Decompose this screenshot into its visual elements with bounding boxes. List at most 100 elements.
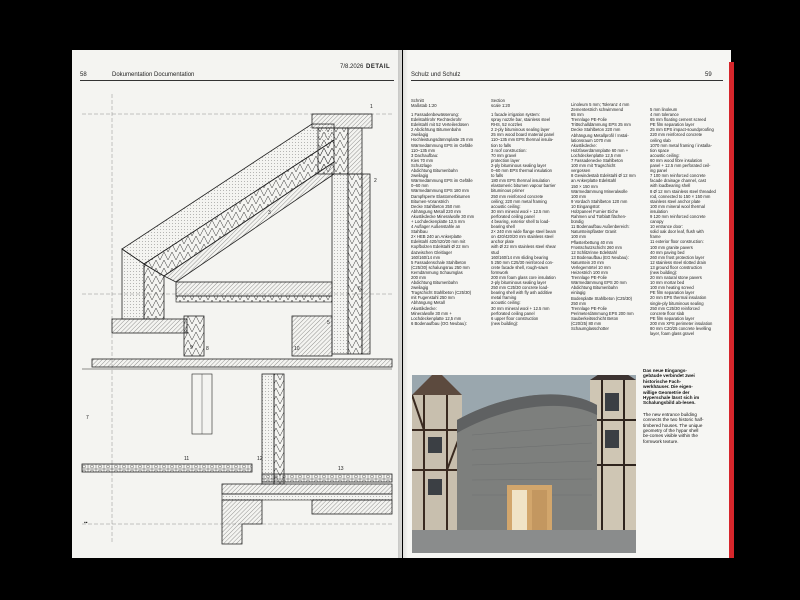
legend-line: Wärmedämmung EPS 180 mm xyxy=(411,188,469,194)
legend-line: concrete floor slab xyxy=(650,310,685,316)
legend-line: Wärmedämmung EPS 20 mm xyxy=(571,280,627,286)
legend-line: 7 Fassadenecke Stahlbeton xyxy=(571,158,623,164)
legend-line: bündig xyxy=(571,219,584,225)
legend-line: PE film separation layer xyxy=(650,290,695,296)
legend-line: 250 mm reinforced concrete xyxy=(491,193,544,199)
legend-line: Akustikdecke Mineralwolle 30 mm xyxy=(411,213,475,219)
legend-line: elastomeric bitumen vapour barrier xyxy=(491,183,556,189)
legend-line: 20 mm natural stone pavers xyxy=(650,275,702,281)
legend-line: canopy xyxy=(650,219,664,225)
article-title: Schulz und Schulz xyxy=(411,72,461,78)
legend-column-de-1: 1 Fassadenbewässerung: Edelstahlrohr Rec… xyxy=(411,112,489,326)
callout-9: 9 xyxy=(190,345,193,351)
legend-line: solid oak door leaf, flush with xyxy=(650,229,704,235)
legend-line: 200 mm XPS perimeter insulation xyxy=(650,320,713,326)
legend-line: Abdichtung Bitumenbahn xyxy=(411,280,458,286)
legend-line: 200 mm xyxy=(411,275,427,280)
red-edge-strip xyxy=(729,62,734,558)
legend-line: stud xyxy=(491,249,499,255)
callout-12: 12 xyxy=(257,456,263,462)
legend-line: bearing shell with fly ash additive xyxy=(491,290,553,296)
legend-line: rod, connected to 150 × 150 mm xyxy=(650,193,711,199)
heading-en: Section scale 1:20 xyxy=(491,98,511,109)
photo-caption: Das neue Eingangs-gebäude verbindet zwei… xyxy=(643,368,705,444)
legend-line: 6 Bodenaufbau (OG Neubau): xyxy=(411,320,467,326)
legend-line: 2-ply bituminous sealing layer xyxy=(491,162,547,168)
legend-line: with loadbearing shell xyxy=(650,183,691,189)
legend-line: on 420/420/20 mm stainless steel xyxy=(491,234,554,240)
legend-line: tion to falls xyxy=(491,142,512,148)
legend-line: insulation xyxy=(650,208,668,214)
legend-line: Trennlage PE-Folie xyxy=(571,117,607,123)
legend-line: 1 Fassadenbewässerung: xyxy=(411,112,459,117)
legend-line: Mineralwolle 30 mm + xyxy=(411,310,452,316)
legend-line: Abdichtung Bitumenbahn xyxy=(571,285,618,291)
legend-line: 5 Fassadenschale Stahlbeton xyxy=(411,259,467,265)
legend-line: Trittschalldämmung EPS 25 mm xyxy=(571,122,631,128)
legend-line: bituminous primer xyxy=(491,188,525,194)
legend-line: 4 mm tolerance xyxy=(650,112,679,118)
legend-line: 2 2-ply bituminous sealing layer xyxy=(491,127,550,133)
callout-6: 6 xyxy=(358,286,361,292)
legend-line: anchor plate xyxy=(491,239,515,245)
legend-line: 160/160/14 mm xyxy=(411,254,441,260)
book-spine-shadow xyxy=(398,50,408,558)
legend-line: 13 Bodenaufbau (EG Neubau): xyxy=(571,254,629,260)
legend-line: 160/160/14 mm sliding bearing xyxy=(491,254,549,260)
legend-line: Stahlbau xyxy=(411,229,428,235)
legend-line: 12 Schlitzrinne Edelstahl xyxy=(571,249,617,255)
legend-line: Linoleum 5 mm; Toleranz 4 mm xyxy=(571,102,630,107)
legend-line: Kerndämmung Schaumglas xyxy=(411,269,463,275)
legend-line: 5 mm linoleum xyxy=(650,107,678,112)
legend-line: Holzfaserdämmplatte 60 mm + xyxy=(571,147,629,153)
legend-line: Zementestrich schwimmend xyxy=(571,107,624,113)
legend-line: Schutzlage xyxy=(411,162,432,168)
legend-line: 11 exterior floor construction: xyxy=(650,239,704,245)
callout-7: 7 xyxy=(86,415,89,421)
legend-line: Hochleistungsdämmplatte 25 mm xyxy=(411,137,474,143)
legend-line: 9 120 mm reinforced concrete xyxy=(650,213,706,219)
legend-line: Wärmedämmung EPS im Gefälle xyxy=(411,178,473,184)
legend-line: 10 Eingangstür: xyxy=(571,203,601,209)
legend-line: zweilagig xyxy=(411,132,429,138)
building-photo xyxy=(412,375,636,553)
legend-line: 100 mm mit Tragschicht xyxy=(571,163,616,169)
legend-line: facade drainage channel, cast xyxy=(650,178,706,184)
legend-line: vergossen xyxy=(571,168,591,174)
legend-line: perforated ceiling panel xyxy=(491,310,535,316)
legend-line: with Ø 22 mm stainless steel shear xyxy=(491,244,556,250)
legend-line: ing panel xyxy=(650,168,667,174)
legend-line: 1070 mm metal framing / installa- xyxy=(650,142,712,148)
legend-line: 7 100 mm reinforced concrete xyxy=(650,173,706,179)
legend-line: 100 mm heating screed xyxy=(650,285,694,291)
legend-line: 250 mm C25/30 reinforced xyxy=(650,305,700,311)
callout-3: 3 xyxy=(268,210,271,216)
legend-line: Abhängung Metall xyxy=(411,300,445,306)
legend-line: 65 mm xyxy=(571,112,584,118)
legend-line: 250 mm xyxy=(571,300,587,306)
callout-8: 8 xyxy=(206,346,209,352)
legend-line: Trennlage PE-Folie xyxy=(571,275,607,281)
legend-line: Lochdeckenplatte 12,5 mm xyxy=(571,152,622,158)
legend-line: ceiling; 220 mm metal framing xyxy=(491,198,547,204)
page-number-right: 59 xyxy=(705,72,712,78)
legend-line: 13 ground floor construction xyxy=(650,264,702,270)
legend-line: ceiling slab xyxy=(650,137,671,143)
legend-line: Abhängung Metallprofil / Instal- xyxy=(571,132,629,138)
callout-10: 10 xyxy=(294,346,300,352)
legend-line: Decke Stahlbeton 220 mm xyxy=(571,127,621,133)
legend-line: 40 mm paving bed xyxy=(650,249,685,255)
caption-de: Das neue Eingangs-gebäude verbindet zwei… xyxy=(643,368,700,406)
legend-line: 250 mm C25/30 concrete load- xyxy=(491,285,549,291)
legend-line: PE film separation layer xyxy=(650,315,695,321)
legend-line: 25 mm EPS impact-soundproofing xyxy=(650,127,714,133)
legend-line: 2× HEB 240 an Ankerplatte xyxy=(411,234,462,240)
legend-line: Decke Stahlbeton 250 mm xyxy=(411,203,461,209)
legend-line: 100 mm xyxy=(571,193,587,199)
legend-line: Akustikdecke: xyxy=(571,142,597,148)
legend-line: Edelstahlrohr Rechteckrohr xyxy=(411,117,462,123)
legend-line: Sauberkeitsschicht Beton xyxy=(571,315,619,321)
legend-line: Bitumen-Voranstrich xyxy=(411,198,449,204)
legend-line: 0–60 mm xyxy=(411,183,429,189)
legend-line: Dampfsperre Elastomerbitumen xyxy=(411,193,471,199)
